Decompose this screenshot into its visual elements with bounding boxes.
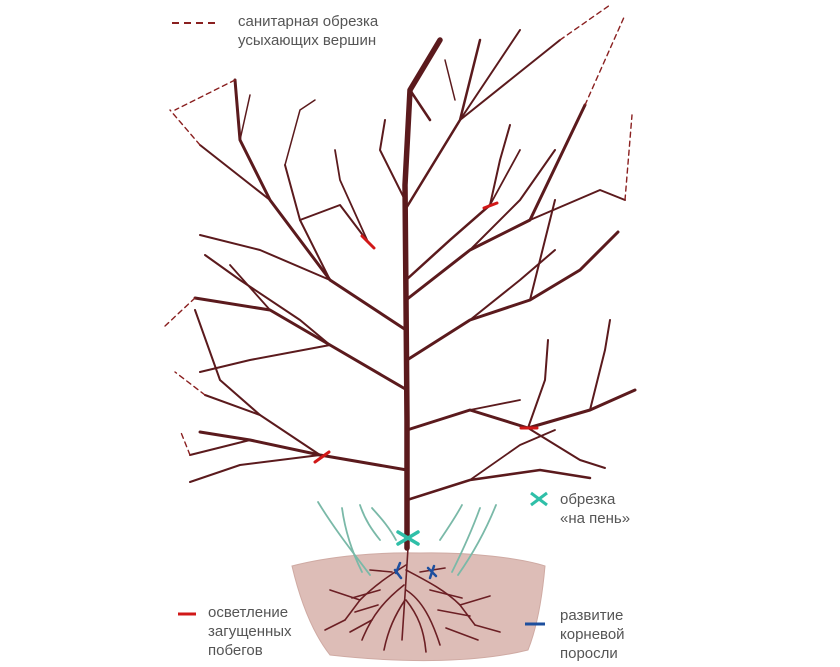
sanitary-dashed-tips — [165, 5, 632, 455]
legend-root-line-2: корневой — [560, 625, 625, 644]
legend-sanitary-line-1: санитарная обрезка — [238, 12, 378, 31]
legend-root: развитие корневой поросли — [560, 606, 625, 663]
legend-thinning: осветление загущенных побегов — [208, 603, 292, 660]
legend-stump: обрезка «на пень» — [560, 490, 630, 528]
legend-stump-line-1: обрезка — [560, 490, 630, 509]
legend-sanitary: санитарная обрезка усыхающих вершин — [238, 12, 378, 50]
branches — [190, 30, 635, 548]
legend-sanitary-line-2: усыхающих вершин — [238, 31, 378, 50]
legend-stump-line-2: «на пень» — [560, 509, 630, 528]
soil-mound — [292, 553, 545, 661]
legend-thinning-line-1: осветление — [208, 603, 292, 622]
legend-thinning-line-2: загущенных — [208, 622, 292, 641]
legend-markers — [172, 23, 547, 624]
legend-thinning-line-3: побегов — [208, 641, 292, 660]
legend-root-line-3: поросли — [560, 644, 625, 663]
legend-root-line-1: развитие — [560, 606, 625, 625]
